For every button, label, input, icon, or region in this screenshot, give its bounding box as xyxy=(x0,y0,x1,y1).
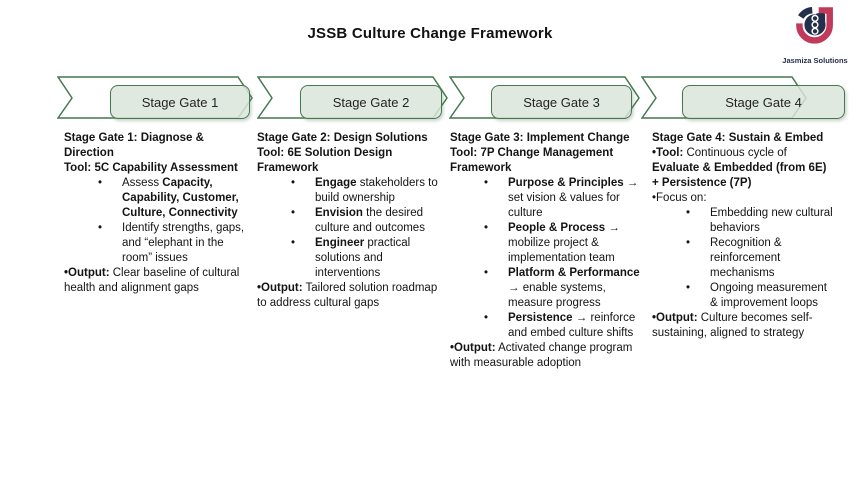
stage-gate-3-label: Stage Gate 3 xyxy=(523,94,600,110)
stage-column-2: Stage Gate 2: Design Solutions Tool: 6E … xyxy=(257,131,443,311)
bullet-item: Engage stakeholders to build ownership xyxy=(257,176,443,206)
bullet-text: Persistence → reinforce and embed cultur… xyxy=(508,312,636,339)
bullet-text: Recognition & reinforcement mechanisms xyxy=(710,237,782,279)
bullet-text: Assess Capacity, Capability, Customer, C… xyxy=(122,177,239,219)
stage-gate-3-box: Stage Gate 3 xyxy=(491,85,632,119)
bullet-item: Persistence → reinforce and embed cultur… xyxy=(450,311,640,341)
logo-caption: Jasmiza Solutions xyxy=(782,56,848,65)
column-4-output: •Output: Culture becomes self-sustaining… xyxy=(652,312,813,339)
column-1-output: •Output: Clear baseline of cultural heal… xyxy=(64,267,240,294)
stage-gate-4-box: Stage Gate 4 xyxy=(682,85,845,119)
column-3-tool: Tool: 7P Change Management Framework xyxy=(450,147,614,174)
column-1-heading: Stage Gate 1: Diagnose & Direction xyxy=(64,132,204,159)
column-2-heading: Stage Gate 2: Design Solutions xyxy=(257,132,428,144)
jasmiza-logo: Jasmiza Solutions xyxy=(778,5,852,65)
stage-gate-1-label: Stage Gate 1 xyxy=(141,94,219,110)
bullet-item: Engineer practical solutions and interve… xyxy=(257,236,443,281)
column-3-heading: Stage Gate 3: Implement Change xyxy=(450,132,630,144)
column-3-output: •Output: Activated change program with m… xyxy=(450,342,633,369)
bullet-item: Purpose & Principles → set vision & valu… xyxy=(450,176,640,221)
stage-gate-4-label: Stage Gate 4 xyxy=(725,94,802,110)
bullet-text: Identify strengths, gaps, and “elephant … xyxy=(122,222,245,264)
stage-column-1: Stage Gate 1: Diagnose & Direction Tool:… xyxy=(64,131,248,296)
stage-gate-1-box: Stage Gate 1 xyxy=(110,85,250,119)
bullet-text: Engage stakeholders to build ownership xyxy=(315,177,438,204)
column-4-heading: Stage Gate 4: Sustain & Embed xyxy=(652,132,824,144)
bullet-text: People & Process → mobilize project & im… xyxy=(508,222,620,264)
bullet-item: Recognition & reinforcement mechanisms xyxy=(652,236,834,281)
bullet-item: Assess Capacity, Capability, Customer, C… xyxy=(64,176,248,221)
bullet-item: Ongoing measurement & improvement loops xyxy=(652,281,834,311)
stage-column-4: Stage Gate 4: Sustain & Embed •Tool: Con… xyxy=(652,131,834,341)
jasmiza-logo-icon xyxy=(796,6,833,44)
bullet-item: Embedding new cultural behaviors xyxy=(652,206,834,236)
bullet-item: Identify strengths, gaps, and “elephant … xyxy=(64,221,248,266)
slide-title: JSSB Culture Change Framework xyxy=(307,25,553,42)
bullet-text: Engineer practical solutions and interve… xyxy=(315,237,411,279)
bullet-text: Purpose & Principles → set vision & valu… xyxy=(508,177,639,219)
stage-gate-2-label: Stage Gate 2 xyxy=(332,94,410,110)
bullet-text: Embedding new cultural behaviors xyxy=(710,207,833,234)
column-4-tool: •Tool: Continuous cycle of Evaluate & Em… xyxy=(652,147,827,189)
bullet-text: Envision the desired culture and outcome… xyxy=(315,207,425,234)
bullet-item: Envision the desired culture and outcome… xyxy=(257,206,443,236)
stage-gate-2-box: Stage Gate 2 xyxy=(300,85,442,119)
bullet-text: Platform & Performance → enable systems,… xyxy=(508,267,640,309)
column-1-tool: Tool: 5C Capability Assessment xyxy=(64,162,238,174)
stage-gate-band: Stage Gate 1 Stage Gate 2 Stage Gate 3 S… xyxy=(0,76,860,126)
column-2-tool: Tool: 6E Solution Design Framework xyxy=(257,147,393,174)
column-4-focus: •Focus on: xyxy=(652,192,707,204)
bullet-text: Ongoing measurement & improvement loops xyxy=(710,282,827,309)
bullet-item: Platform & Performance → enable systems,… xyxy=(450,266,640,311)
stage-column-3: Stage Gate 3: Implement Change Tool: 7P … xyxy=(450,131,640,371)
bullet-item: People & Process → mobilize project & im… xyxy=(450,221,640,266)
column-2-output: •Output: Tailored solution roadmap to ad… xyxy=(257,282,438,309)
